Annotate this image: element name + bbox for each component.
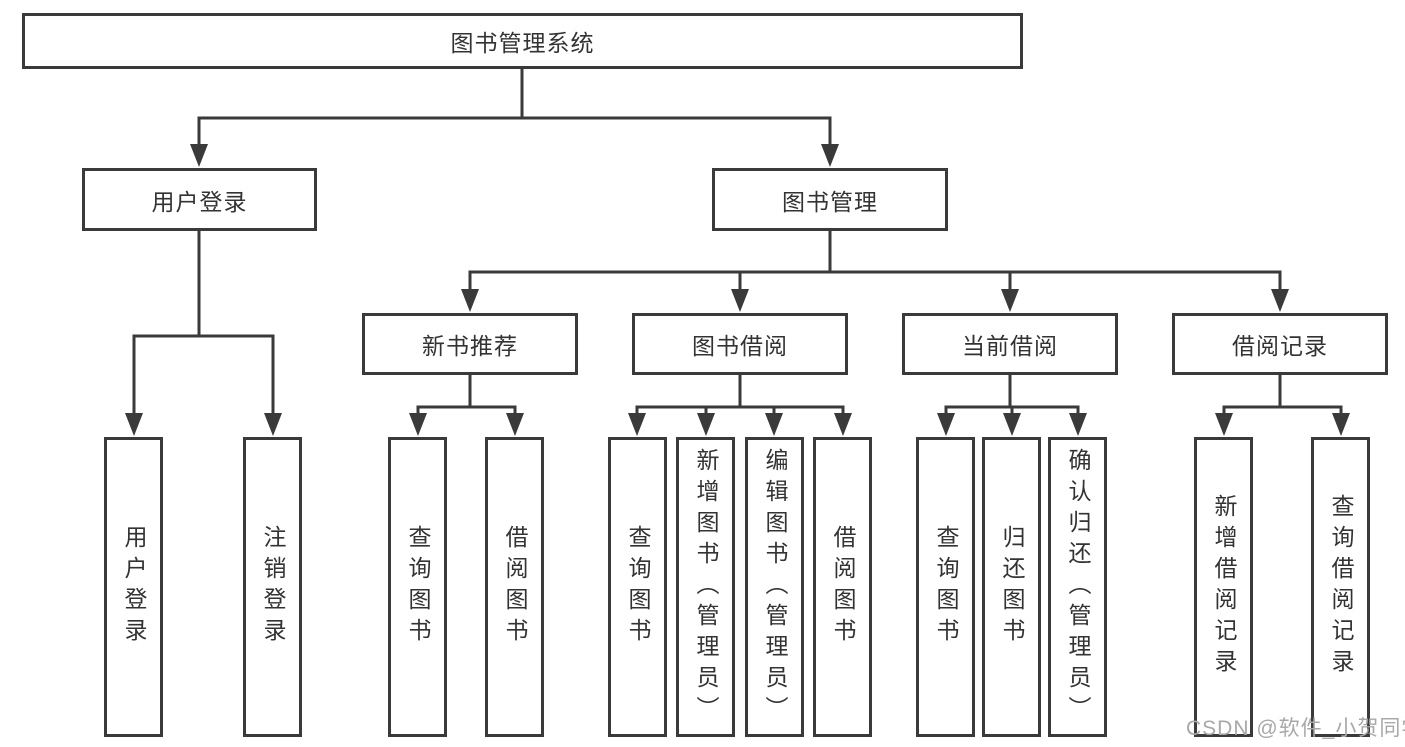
leaf-edit-books-admin: 编辑图书（管理员） xyxy=(745,437,804,737)
leaf-logout: 注销登录 xyxy=(243,437,302,737)
node-borrow-records-label: 借阅记录 xyxy=(1232,333,1328,359)
leaf-add-borrow-record: 新增借阅记录 xyxy=(1194,437,1253,737)
leaf-query-books-2: 查询图书 xyxy=(608,437,667,737)
node-user-login-label: 用户登录 xyxy=(151,188,248,215)
leaf-borrow-books-2: 借阅图书 xyxy=(813,437,872,737)
node-new-book-recommend-label: 新书推荐 xyxy=(422,333,518,359)
node-root-label: 图书管理系统 xyxy=(450,30,595,56)
leaf-confirm-return-admin: 确认归还（管理员） xyxy=(1048,437,1107,737)
node-borrow-records: 借阅记录 xyxy=(1172,313,1388,375)
leaf-query-borrow-record: 查询借阅记录 xyxy=(1311,437,1370,737)
node-book-borrow-label: 图书借阅 xyxy=(692,333,788,359)
leaf-borrow-books-1: 借阅图书 xyxy=(485,437,544,737)
node-current-borrow-label: 当前借阅 xyxy=(962,333,1058,359)
csdn-watermark: CSDN @软件_小贺同学 xyxy=(1186,717,1405,740)
node-book-management-label: 图书管理 xyxy=(782,188,878,215)
leaf-user-login: 用户登录 xyxy=(104,437,163,737)
leaf-return-books: 归还图书 xyxy=(982,437,1041,737)
leaf-add-books-admin: 新增图书（管理员） xyxy=(676,437,735,737)
node-book-borrow: 图书借阅 xyxy=(632,313,848,375)
node-book-management: 图书管理 xyxy=(712,168,948,231)
node-new-book-recommend: 新书推荐 xyxy=(362,313,578,375)
leaf-query-books-3: 查询图书 xyxy=(916,437,975,737)
node-current-borrow: 当前借阅 xyxy=(902,313,1118,375)
leaf-query-books-1: 查询图书 xyxy=(388,437,447,737)
node-user-login: 用户登录 xyxy=(82,168,317,231)
node-root: 图书管理系统 xyxy=(22,13,1023,69)
